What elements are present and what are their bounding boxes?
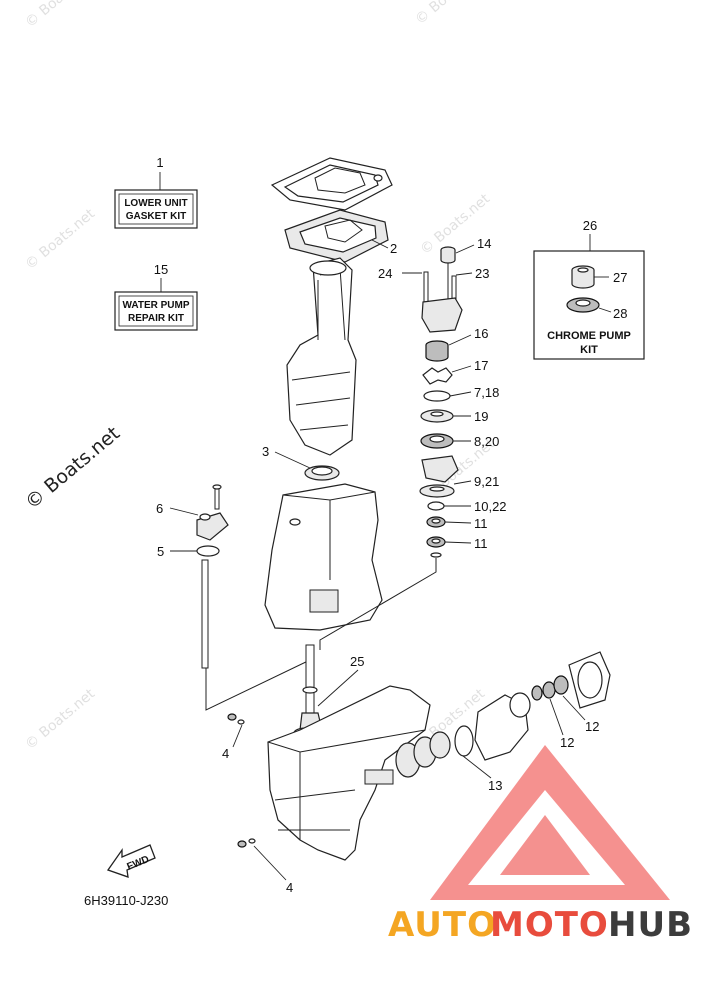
prop-shaft-housing (395, 651, 611, 778)
gasket-kit-line2: GASKET KIT (126, 211, 187, 222)
automotohub-logo-icon (430, 745, 670, 900)
callout-13: 13 (488, 778, 502, 793)
callout-7-18: 7,18 (474, 385, 499, 400)
water-pump-kit-line2: REPAIR KIT (128, 313, 184, 324)
callout-11b: 11 (474, 536, 488, 551)
seal-3 (304, 465, 340, 481)
watermark-text: © Boats.net (412, 0, 488, 28)
watermark-large: © Boats.net (21, 422, 124, 513)
callout-25: 25 (350, 654, 364, 669)
callout-4b: 4 (286, 880, 293, 895)
water-pump-kit-label: 15 WATER PUMP REPAIR KIT (114, 262, 198, 331)
bolt-lower (237, 838, 256, 848)
gasket-kit-line1: LOWER UNIT (124, 198, 187, 209)
callout-19: 19 (474, 409, 488, 424)
watermark-text: © Boats.net (22, 686, 98, 753)
callout-1: 1 (156, 155, 163, 170)
gear-case (267, 685, 431, 861)
chrome-kit-item-27: 27 (613, 270, 627, 285)
callout-9-21: 9,21 (474, 474, 499, 489)
upper-casing (286, 257, 357, 456)
callout-5: 5 (157, 544, 164, 559)
brand-auto: AUTO (388, 905, 497, 945)
callout-11a: 11 (474, 516, 488, 531)
callout-14: 14 (477, 236, 491, 251)
shift-rod-assembly (196, 484, 229, 669)
watermark-text: © Boats.net (22, 206, 98, 273)
callout-24: 24 (378, 266, 392, 281)
gasket-2 (284, 209, 389, 263)
callout-6: 6 (156, 501, 163, 516)
brand-moto: MOTO (490, 905, 609, 945)
callout-10-22: 10,22 (474, 499, 507, 514)
callout-12a: 12 (560, 735, 574, 750)
bolt-upper (227, 713, 245, 725)
chrome-kit-line2: KIT (580, 344, 598, 356)
callout-12b: 12 (585, 719, 599, 734)
callout-3: 3 (262, 444, 269, 459)
brand-hub: HUB (608, 905, 693, 945)
diagram-code: 6H39110-J230 (84, 893, 168, 908)
chrome-pump-kit-box: 26 27 28 CHROME PUMP KIT (533, 218, 645, 360)
callout-17: 17 (474, 358, 488, 373)
chrome-kit-line1: CHROME PUMP (547, 330, 631, 342)
callout-2: 2 (390, 241, 397, 256)
callout-23: 23 (475, 266, 489, 281)
callout-15: 15 (154, 262, 168, 277)
chrome-kit-item-28: 28 (613, 306, 627, 321)
watermark-text: © Boats.net (22, 0, 98, 31)
water-pump-stack (419, 246, 463, 558)
gasket-kit-label: 1 LOWER UNIT GASKET KIT (114, 155, 198, 229)
callout-8-20: 8,20 (474, 434, 499, 449)
forward-direction-icon: FWD (106, 844, 156, 878)
water-pump-kit-line1: WATER PUMP (122, 300, 189, 311)
callout-16: 16 (474, 326, 488, 341)
lower-case-upper (264, 483, 383, 631)
callout-4a: 4 (222, 746, 229, 761)
callout-26: 26 (583, 218, 597, 233)
upper-gasket-plate (270, 157, 393, 211)
